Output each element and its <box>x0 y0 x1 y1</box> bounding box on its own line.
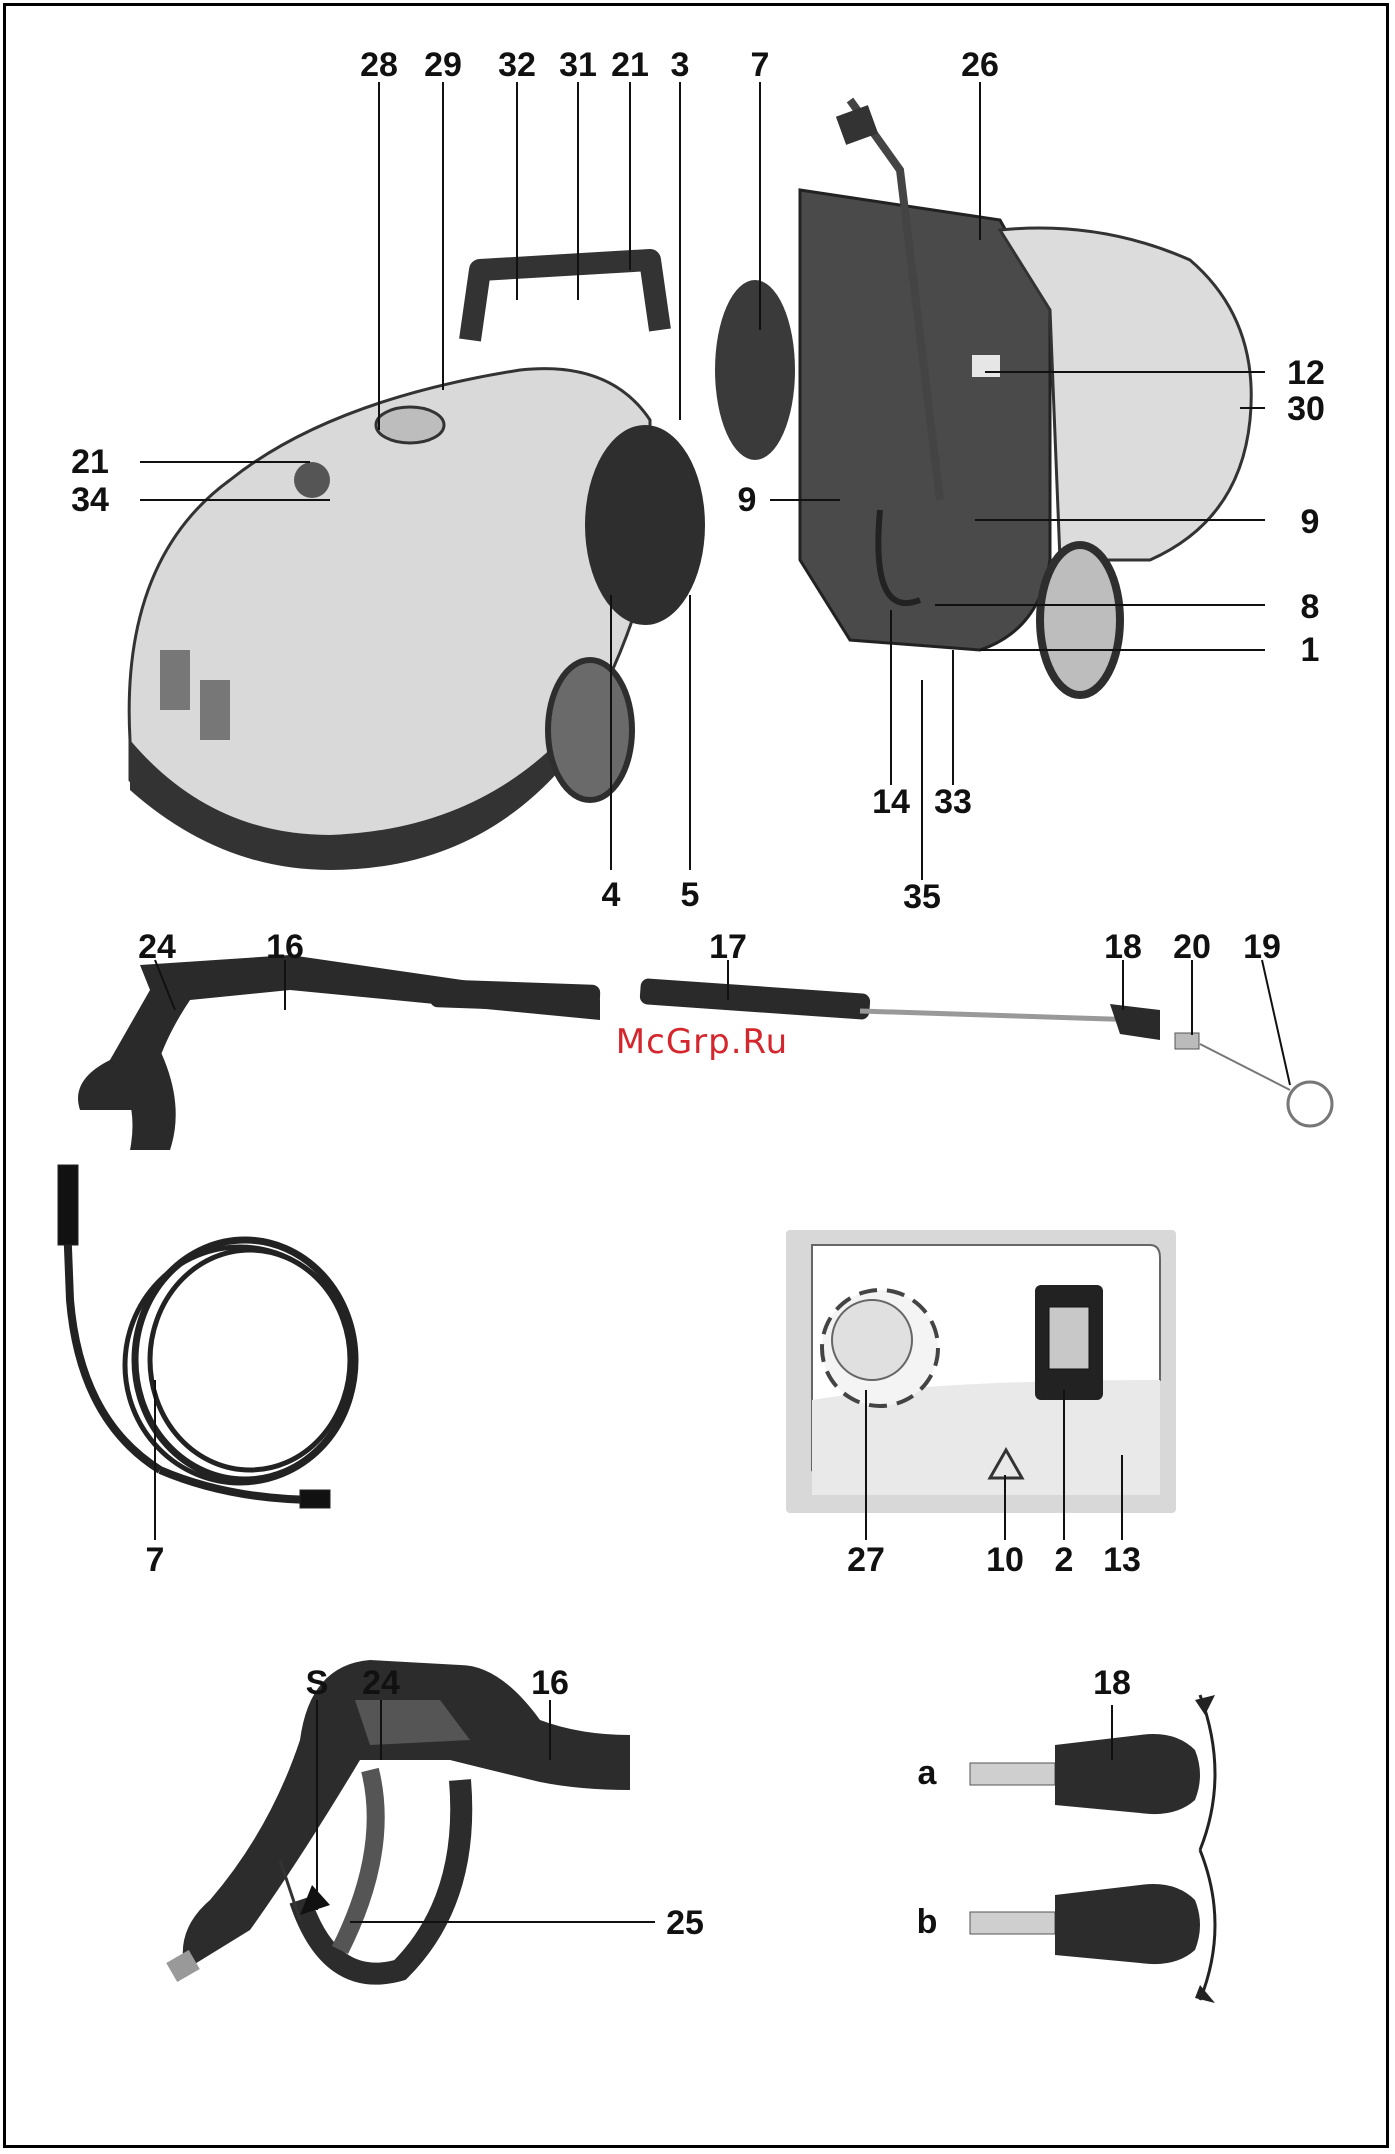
label-part-18-nozzle: 18 <box>1093 1666 1131 1700</box>
washer-front-view <box>129 260 705 870</box>
label-position-a: a <box>918 1756 937 1790</box>
label-safety-s: S <box>306 1666 329 1700</box>
label-part-24-closeup: 24 <box>362 1666 400 1700</box>
label-part-3: 3 <box>671 48 690 82</box>
label-part-7-hose: 7 <box>146 1543 165 1577</box>
label-part-20: 20 <box>1173 930 1211 964</box>
label-part-18-lance: 18 <box>1104 930 1142 964</box>
label-part-16-closeup: 16 <box>531 1666 569 1700</box>
label-part-9-right: 9 <box>1301 505 1320 539</box>
label-part-24-gun: 24 <box>138 930 176 964</box>
label-part-33: 33 <box>934 785 972 819</box>
label-part-9-left: 9 <box>738 483 757 517</box>
nozzle-detail <box>970 1695 1215 2003</box>
label-part-26: 26 <box>961 48 999 82</box>
label-part-28: 28 <box>360 48 398 82</box>
label-part-21-top: 21 <box>611 48 649 82</box>
label-part-21-left: 21 <box>71 445 109 479</box>
label-part-10: 10 <box>986 1543 1024 1577</box>
label-part-12: 12 <box>1287 356 1325 390</box>
label-part-13: 13 <box>1103 1543 1141 1577</box>
label-part-2: 2 <box>1055 1543 1074 1577</box>
label-part-4: 4 <box>602 878 621 912</box>
control-panel <box>786 1230 1176 1513</box>
watermark: McGrp.Ru <box>616 1022 788 1062</box>
label-part-5: 5 <box>681 878 700 912</box>
label-part-17: 17 <box>709 930 747 964</box>
hose-coil <box>58 1165 355 1508</box>
label-part-19: 19 <box>1243 930 1281 964</box>
label-position-b: b <box>917 1905 938 1939</box>
spray-gun-closeup <box>166 1660 630 1982</box>
label-part-16-gun: 16 <box>266 930 304 964</box>
label-part-27: 27 <box>847 1543 885 1577</box>
label-part-25: 25 <box>666 1906 704 1940</box>
label-part-7-rear: 7 <box>751 48 770 82</box>
label-part-29: 29 <box>424 48 462 82</box>
label-part-30: 30 <box>1287 392 1325 426</box>
label-part-34: 34 <box>71 483 109 517</box>
label-part-31: 31 <box>559 48 597 82</box>
label-part-35: 35 <box>903 880 941 914</box>
label-part-14: 14 <box>872 785 910 819</box>
label-part-1: 1 <box>1301 633 1320 667</box>
label-part-32: 32 <box>498 48 536 82</box>
label-part-8: 8 <box>1301 590 1320 624</box>
